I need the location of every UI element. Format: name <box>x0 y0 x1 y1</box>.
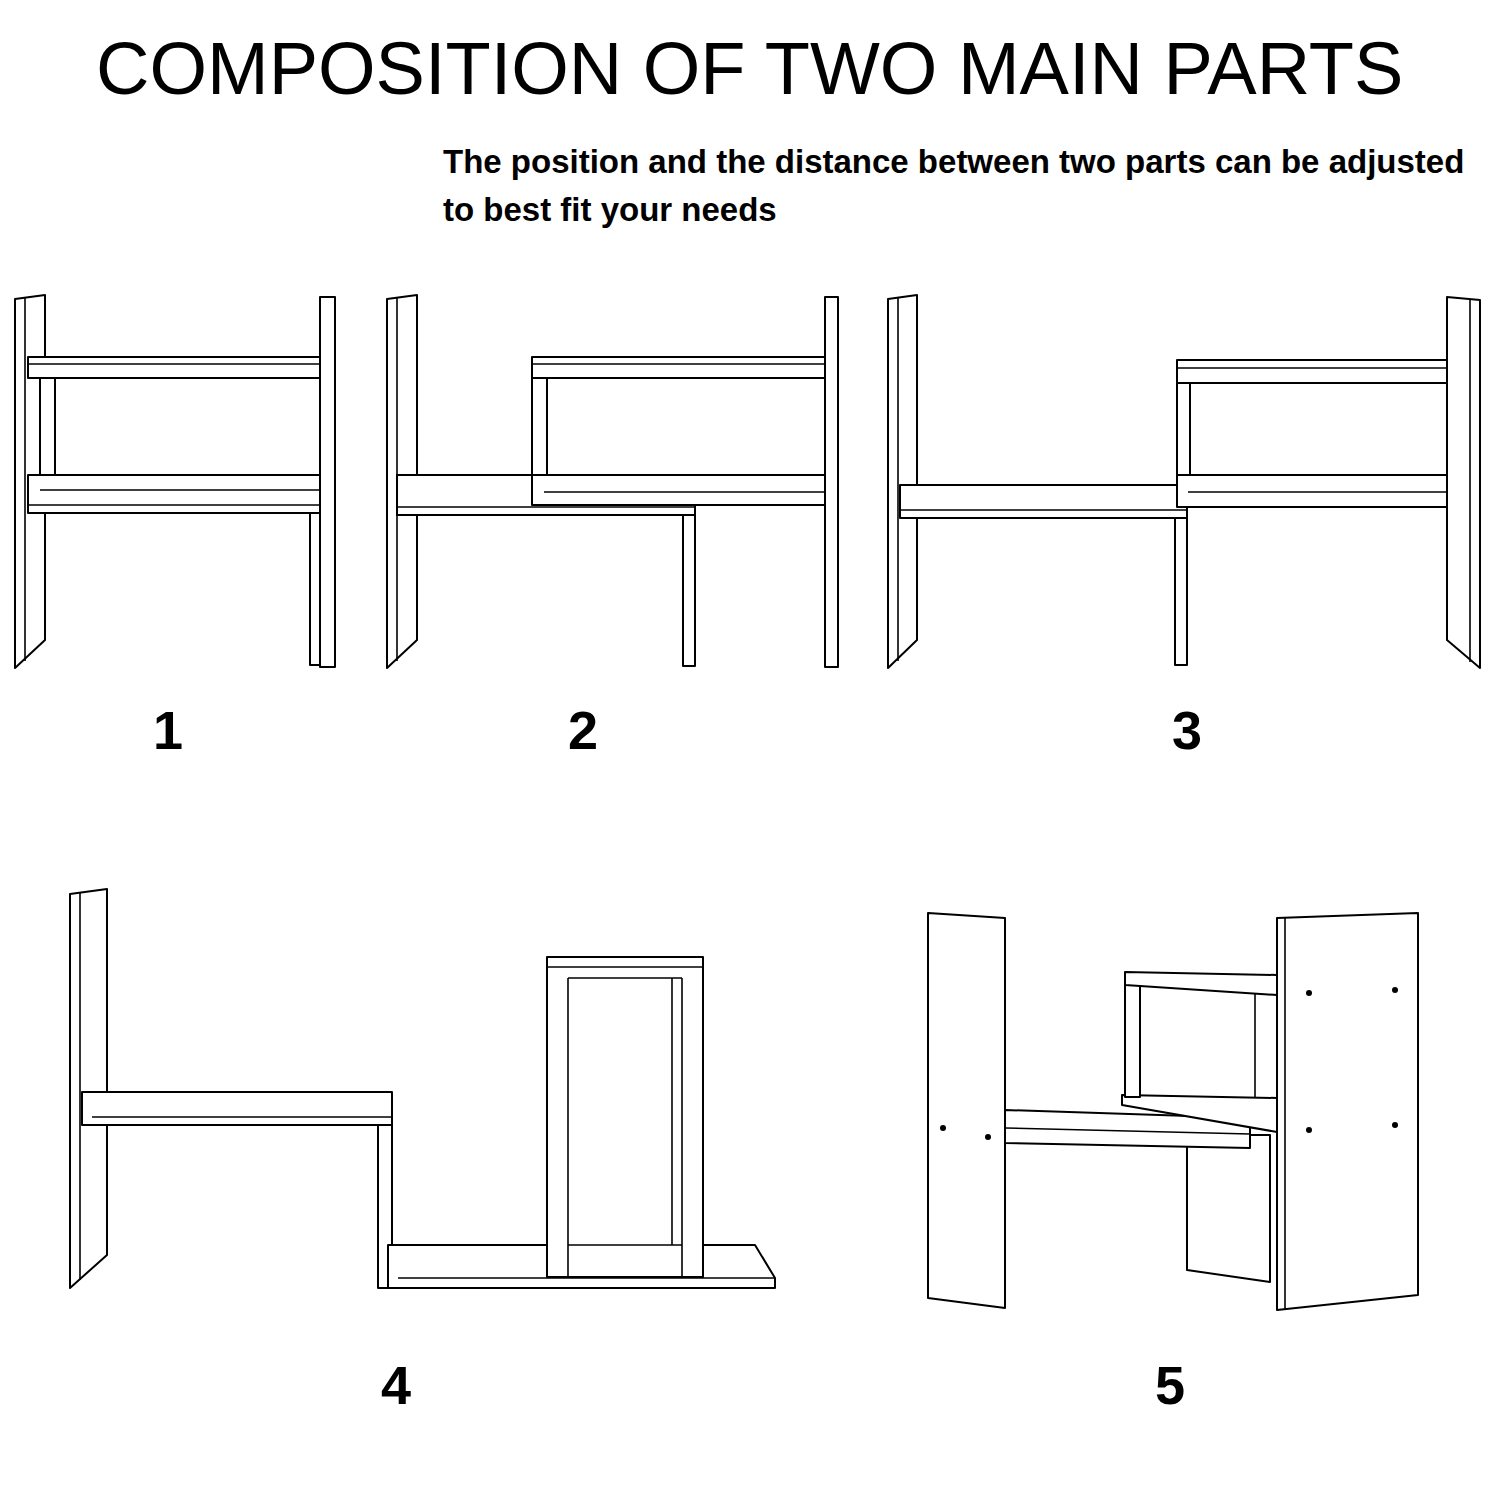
shelf-figure <box>928 913 1418 1310</box>
figure-number: 5 <box>1155 1358 1185 1412</box>
shelf-figure <box>70 889 775 1288</box>
figure-number: 2 <box>568 703 598 757</box>
shelf-figure <box>15 295 335 668</box>
figure-number: 1 <box>153 703 183 757</box>
title-heading: COMPOSITION OF TWO MAIN PARTS <box>96 32 1403 106</box>
figure-number: 4 <box>381 1358 411 1412</box>
caption-note: The position and the distance between tw… <box>443 138 1495 234</box>
figure-number: 3 <box>1172 703 1202 757</box>
shelf-figure <box>888 295 1480 668</box>
shelf-figure <box>387 295 838 668</box>
